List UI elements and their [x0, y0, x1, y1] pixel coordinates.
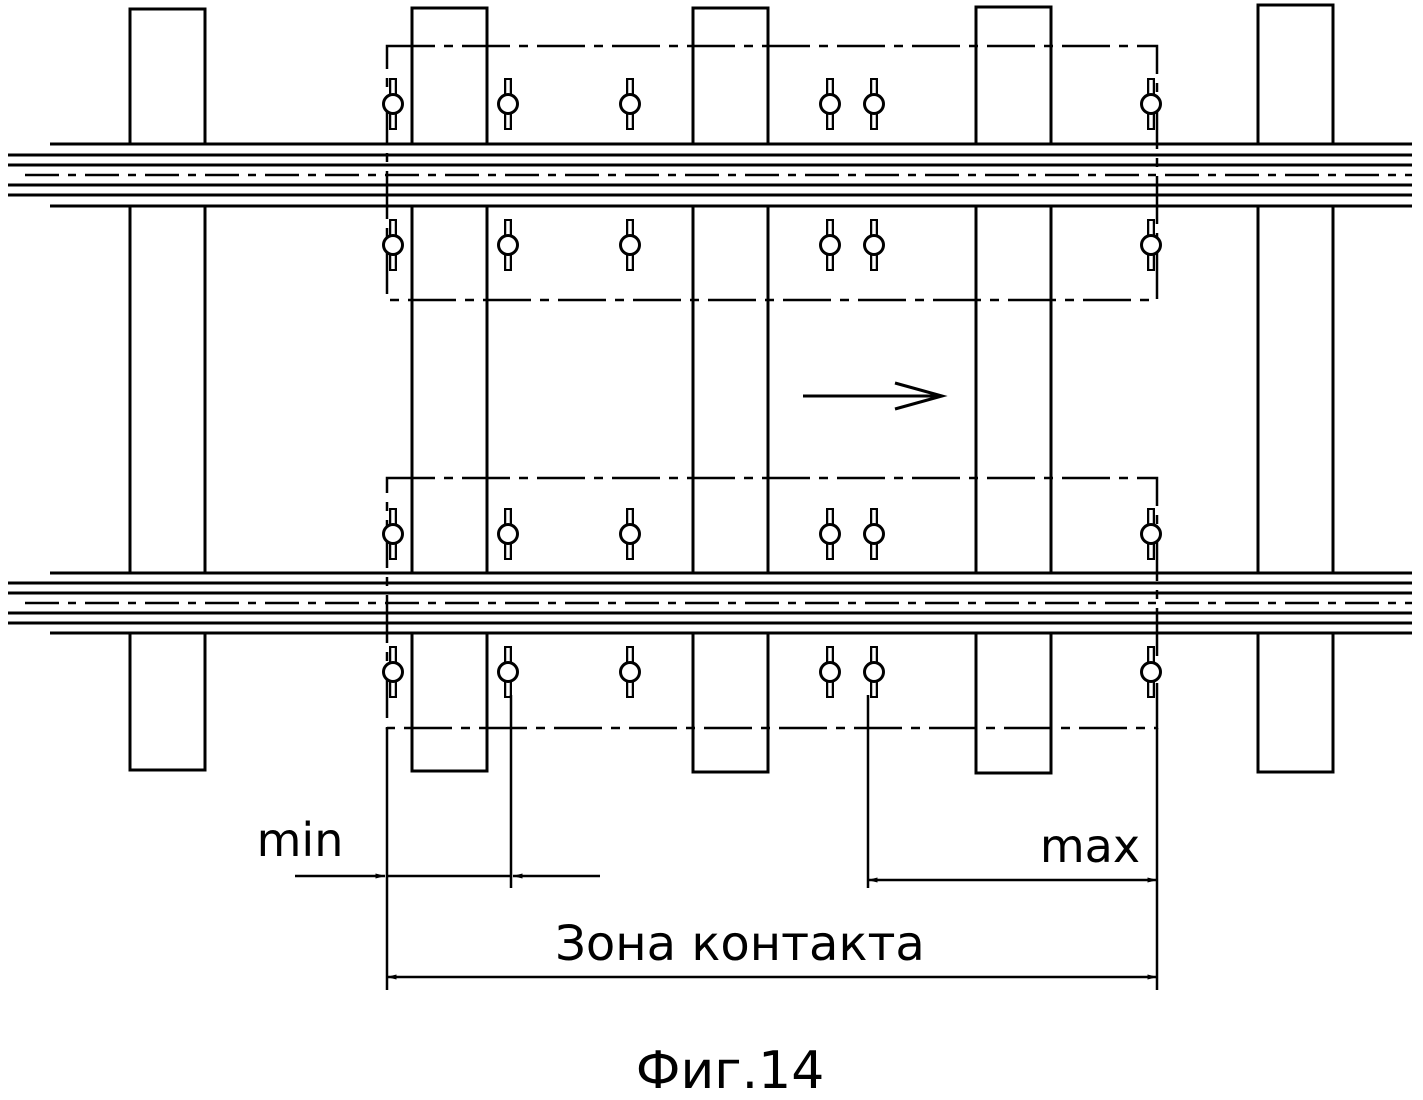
lower-rail — [8, 571, 1412, 635]
sleeper-1 — [128, 7, 207, 772]
max-label: max — [1040, 819, 1140, 873]
figure-caption: Фиг.14 — [636, 1041, 825, 1100]
sleepers — [128, 3, 1335, 775]
sleeper-4 — [974, 5, 1053, 775]
sleeper-5 — [1256, 3, 1335, 774]
sleeper-2 — [410, 6, 489, 773]
direction-arrow — [803, 381, 948, 411]
upper-rail — [8, 142, 1412, 208]
min-label: min — [257, 813, 344, 867]
upper-contact-frame — [385, 44, 1159, 302]
contact-zone-label: Зона контакта — [555, 916, 925, 972]
extension-lines — [385, 695, 1159, 990]
sleeper-3 — [691, 6, 770, 774]
